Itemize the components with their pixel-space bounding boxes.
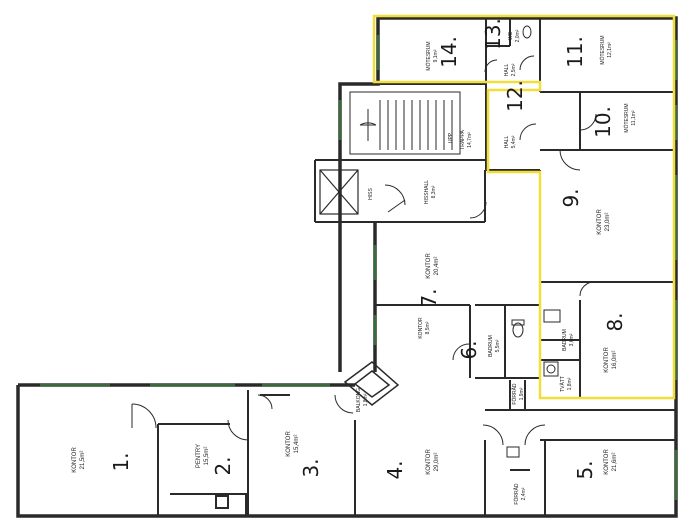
room-number-4: 4. — [383, 460, 407, 479]
room-name-8: KONTOR — [604, 347, 610, 373]
forrad-2-area: 2,4m² — [521, 487, 527, 500]
room-area-14: 9,1m² — [433, 49, 439, 62]
tvatt-label: TVÄTT — [559, 376, 566, 392]
room-area-3: 15,4m² — [294, 435, 300, 454]
door-swings — [131, 55, 597, 446]
room-number-13: 13. — [481, 18, 505, 50]
trappa-area: 14,7m² — [467, 132, 473, 148]
room-number-2: 2. — [211, 456, 235, 475]
room-number-14: 14. — [437, 36, 461, 68]
trappa-label: TRAPPA — [460, 130, 466, 150]
badrum-small-label: BADRUM — [562, 329, 568, 351]
room-area-6: 5,5m² — [495, 339, 501, 352]
hisshall-label: HISSHALL — [424, 180, 430, 204]
tvatt-area: 1,8m² — [567, 377, 573, 390]
room-name-14: MÖTESRUM — [425, 41, 432, 70]
balkong-label: BALKONG — [356, 388, 362, 412]
hisshall-area: 8,3m² — [431, 185, 437, 198]
room-number-6: 6. — [457, 340, 481, 359]
room-number-7: 7. — [417, 288, 441, 307]
room-name-9: KONTOR — [597, 209, 603, 235]
hall-upper-label: HALL — [504, 64, 510, 77]
elevator-icon — [319, 169, 359, 215]
room-name-4: KONTOR — [426, 449, 432, 475]
room-number-9: 9. — [559, 188, 583, 207]
room-number-11: 11. — [563, 36, 587, 68]
room-name-10: MÖTESRUM — [623, 103, 630, 132]
room-name-12: HALL — [504, 136, 510, 149]
room-number-1: 1. — [109, 452, 133, 471]
room-number-8: 8. — [603, 312, 627, 331]
room-area-1: 21,5m² — [80, 451, 86, 470]
room-area-7: 20,4m² — [434, 257, 440, 276]
upp-label: UPP — [448, 132, 454, 143]
room-name-13: WC — [508, 31, 514, 40]
highlight-outline — [372, 14, 676, 400]
forrad-1-area: 1,9m² — [519, 387, 525, 400]
interior-walls — [157, 18, 676, 516]
room-area-9: 23,0m² — [605, 213, 611, 232]
hall-upper-area: 2,5m² — [511, 63, 517, 76]
room-area-7b: 8,5m² — [425, 321, 431, 334]
room-number-3: 3. — [299, 458, 323, 477]
staircase — [349, 91, 461, 155]
badrum-small-area: 3,6m² — [569, 333, 575, 346]
room-area-13: 2,0m² — [515, 29, 521, 42]
room-area-10: 11,1m² — [631, 110, 637, 126]
balcony — [343, 361, 400, 406]
room-name-1: KONTOR — [72, 447, 78, 473]
room-area-8: 16,0m² — [612, 351, 618, 370]
room-name-7: KONTOR — [426, 253, 432, 279]
windows — [40, 35, 678, 500]
forrad-1-label: FÖRRÅD — [511, 383, 518, 405]
room-name-6: BADRUM — [488, 335, 494, 357]
forrad-2-label: FÖRRÅD — [513, 483, 520, 505]
room-name-11: MÖTESRUM — [599, 35, 606, 64]
room-number-5: 5. — [573, 460, 597, 479]
room-name-7b: KONTOR — [418, 317, 424, 339]
room-number-10: 10. — [591, 106, 615, 138]
balkong-area: 1,8m² — [363, 393, 369, 406]
room-name-3: KONTOR — [286, 431, 292, 457]
fixtures — [506, 25, 561, 458]
hiss-label: HISS — [368, 188, 374, 200]
room-number-12: 12. — [503, 80, 527, 112]
room-area-2: 15,5m² — [204, 447, 210, 466]
room-area-12: 5,4m² — [511, 135, 517, 148]
room-area-4: 29,0m² — [434, 453, 440, 472]
room-area-11: 12,1m² — [607, 42, 613, 58]
room-numbers: 1. 2. 3. 4. 5. 6. 7. 8. 9. 10. 11. 12. 1… — [109, 18, 627, 479]
room-name-2: PENTRY — [196, 444, 202, 468]
room-name-5: KONTOR — [604, 449, 610, 475]
room-labels: KONTOR 21,5m² PENTRY 15,5m² KONTOR 15,4m… — [72, 29, 637, 504]
room-area-5: 21,6m² — [612, 453, 618, 472]
